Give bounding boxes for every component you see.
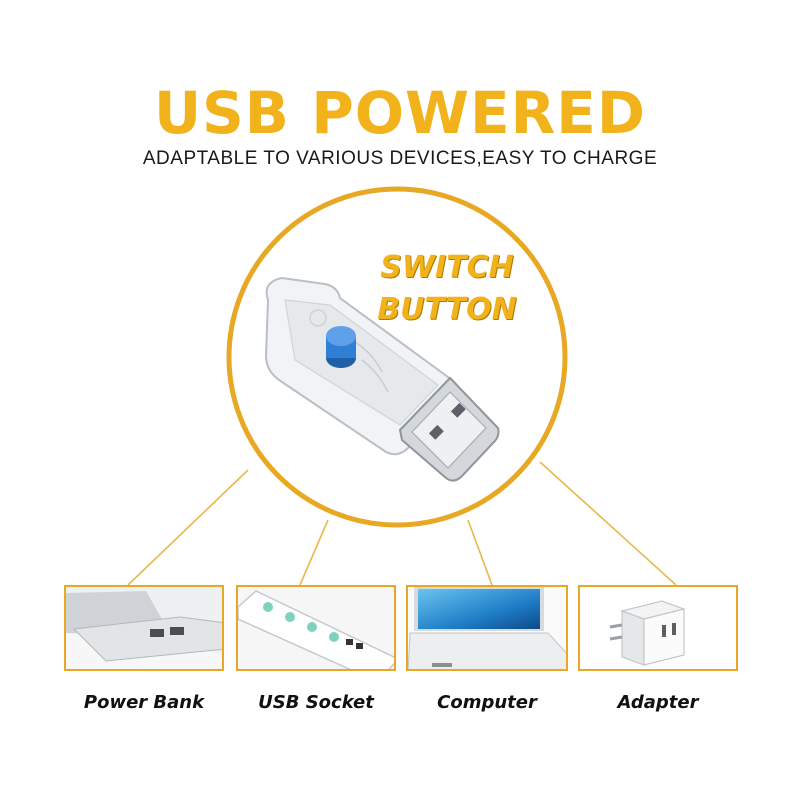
device-box-adapter — [578, 585, 738, 671]
device-box-power-bank — [64, 585, 224, 671]
device-box-usb-socket — [236, 585, 396, 671]
connector-lines — [127, 461, 677, 586]
usb-stick-icon — [264, 276, 500, 482]
device-label-power-bank: Power Bank — [83, 692, 205, 713]
switch-label-line1: SWITCH — [380, 250, 514, 285]
power-strip-icon — [238, 587, 394, 669]
device-label-adapter: Adapter — [617, 692, 699, 713]
device-label-usb-socket: USB Socket — [258, 692, 374, 713]
wall-adapter-icon — [580, 587, 736, 669]
laptop-icon — [408, 587, 566, 669]
headline-title: USB POWERED — [153, 79, 647, 147]
switch-label-line2: BUTTON — [377, 292, 517, 327]
headline-subtitle: ADAPTABLE TO VARIOUS DEVICES,EASY TO CHA… — [142, 148, 658, 169]
device-box-computer — [406, 585, 568, 671]
power-bank-icon — [66, 587, 222, 669]
device-label-computer: Computer — [437, 692, 537, 713]
